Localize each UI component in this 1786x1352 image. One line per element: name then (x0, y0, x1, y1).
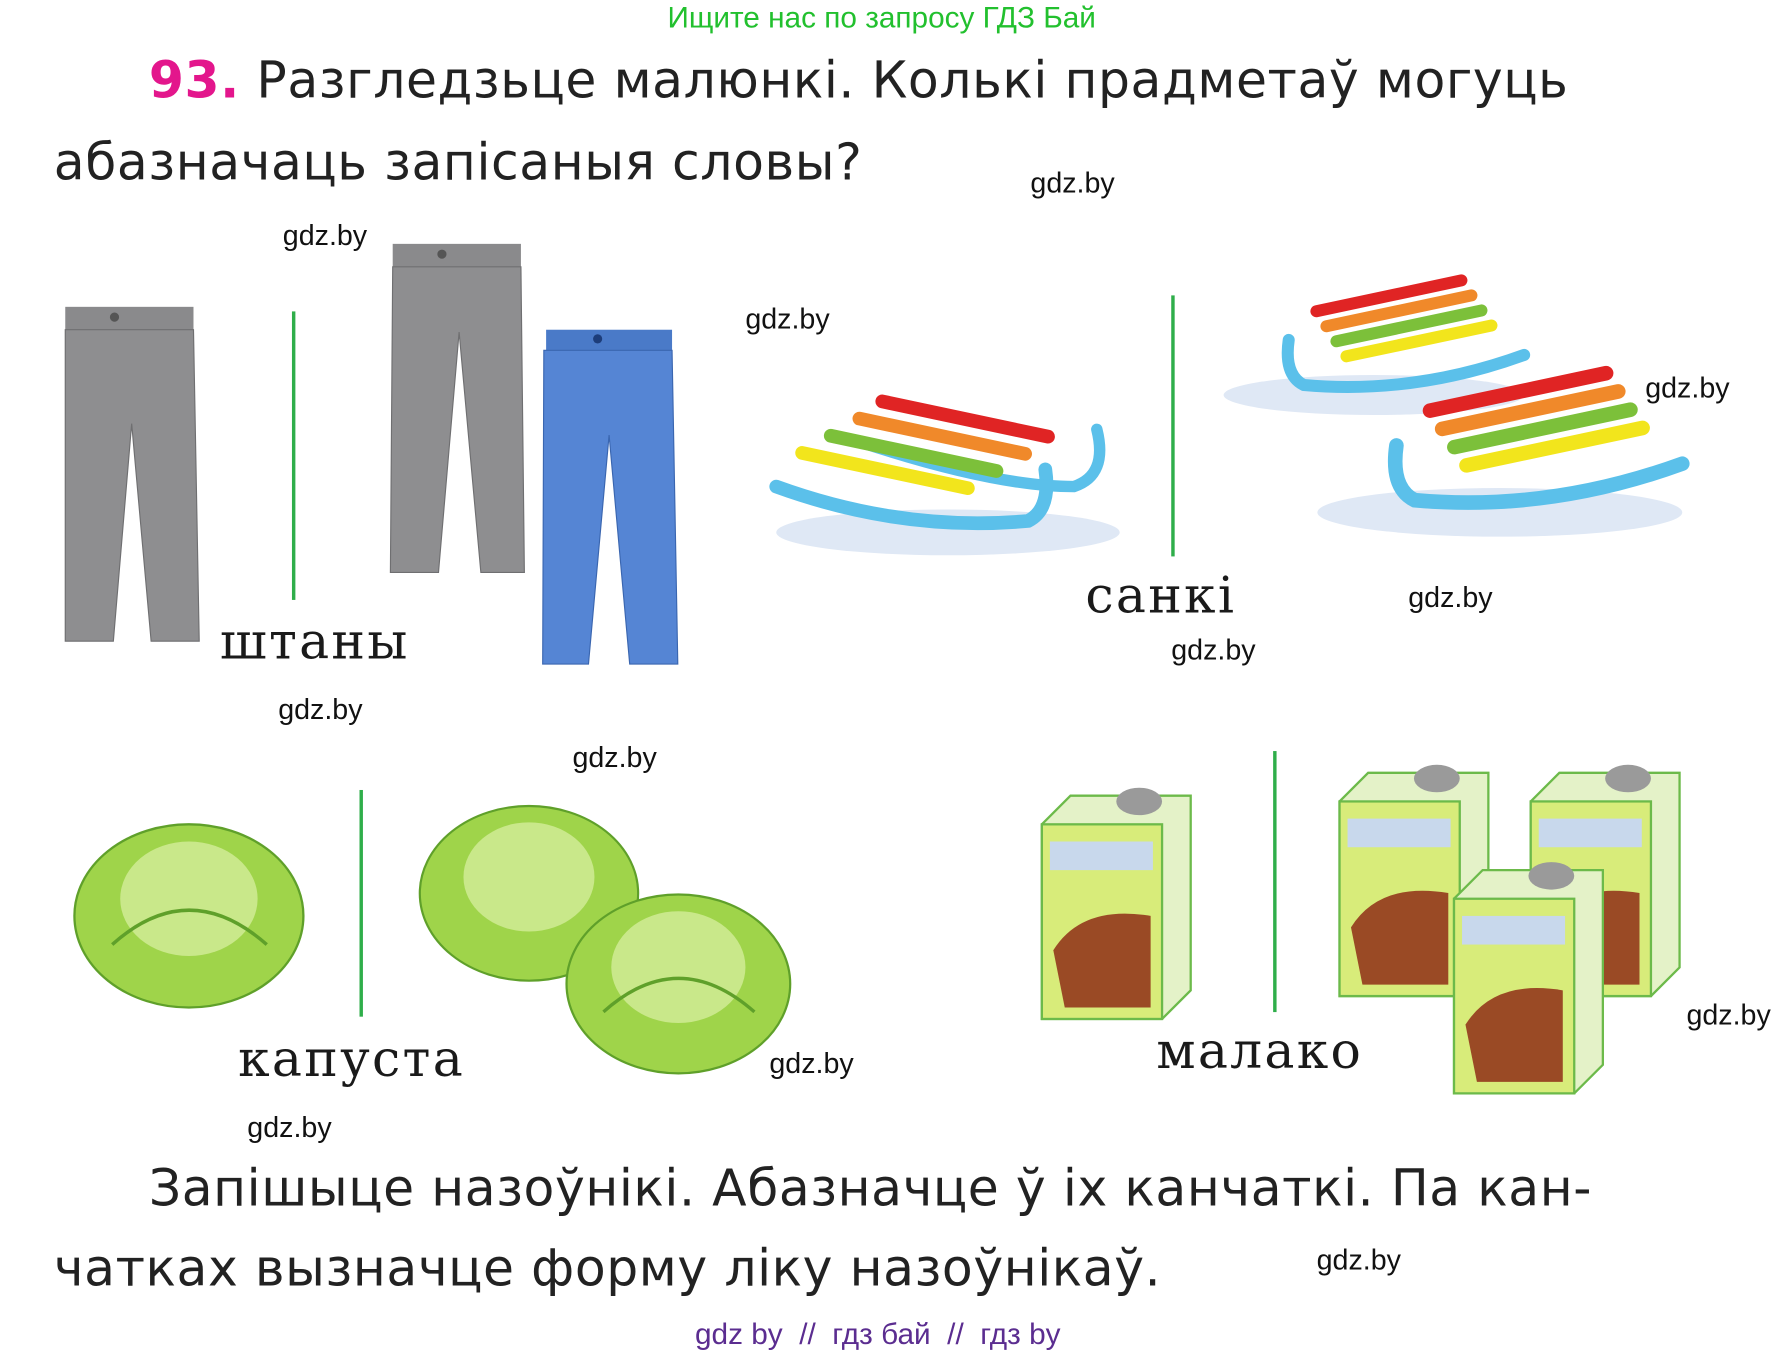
search-hint: Ищите нас по запросу ГДЗ Бай (667, 0, 1096, 35)
task-heading: 93. Разгледзьце малюнкі. Колькі прадмета… (149, 52, 1569, 110)
watermark: gdz.by (1030, 167, 1115, 200)
watermark: gdz.by (1316, 1244, 1401, 1277)
watermark: gdz.by (278, 693, 363, 726)
watermark: gdz.by (1408, 581, 1493, 614)
cabbage-image (565, 893, 792, 1075)
instruction-line1: Запішыце назоўнікі. Абазначце ў іх канча… (148, 1159, 1593, 1219)
task-text-line1: Разгледзьце малюнкі. Колькі прадметаў мо… (256, 51, 1569, 110)
sled-image (1317, 365, 1690, 537)
watermark: gdz.by (769, 1047, 854, 1080)
pants-blue-image (542, 329, 679, 665)
divider-line (1273, 751, 1277, 1013)
divider-line (1171, 295, 1175, 557)
task-text-line2: абазначаць запісаныя словы? (53, 133, 863, 193)
pants-single-image (64, 306, 200, 642)
task-number: 93. (148, 51, 240, 110)
milk-carton-image (1338, 764, 1490, 998)
watermark: gdz.by (745, 303, 830, 336)
cabbage-single-image (73, 823, 305, 1009)
instruction-line2: чатках вызначце форму ліку назоўнікаў. (53, 1239, 1162, 1299)
watermark: gdz.by (282, 219, 368, 252)
divider-line (291, 311, 296, 600)
watermark: gdz.by (1645, 372, 1730, 405)
watermark: gdz.by (247, 1111, 332, 1144)
pants-gray-image (389, 243, 525, 574)
divider-line (359, 789, 363, 1017)
milk-carton-image (1452, 862, 1605, 1095)
word-label: капуста (238, 1030, 466, 1089)
watermark: gdz.by (1171, 634, 1256, 667)
sled-single-image (769, 394, 1120, 556)
watermark: gdz.by (1686, 999, 1771, 1032)
word-label: штаны (219, 612, 410, 671)
word-label: малако (1156, 1022, 1364, 1081)
footer-links: gdz by // гдз бай // гдз by (694, 1316, 1061, 1351)
word-label: санкі (1085, 566, 1237, 626)
watermark: gdz.by (572, 741, 657, 774)
milk-carton-single-image (1040, 787, 1192, 1021)
